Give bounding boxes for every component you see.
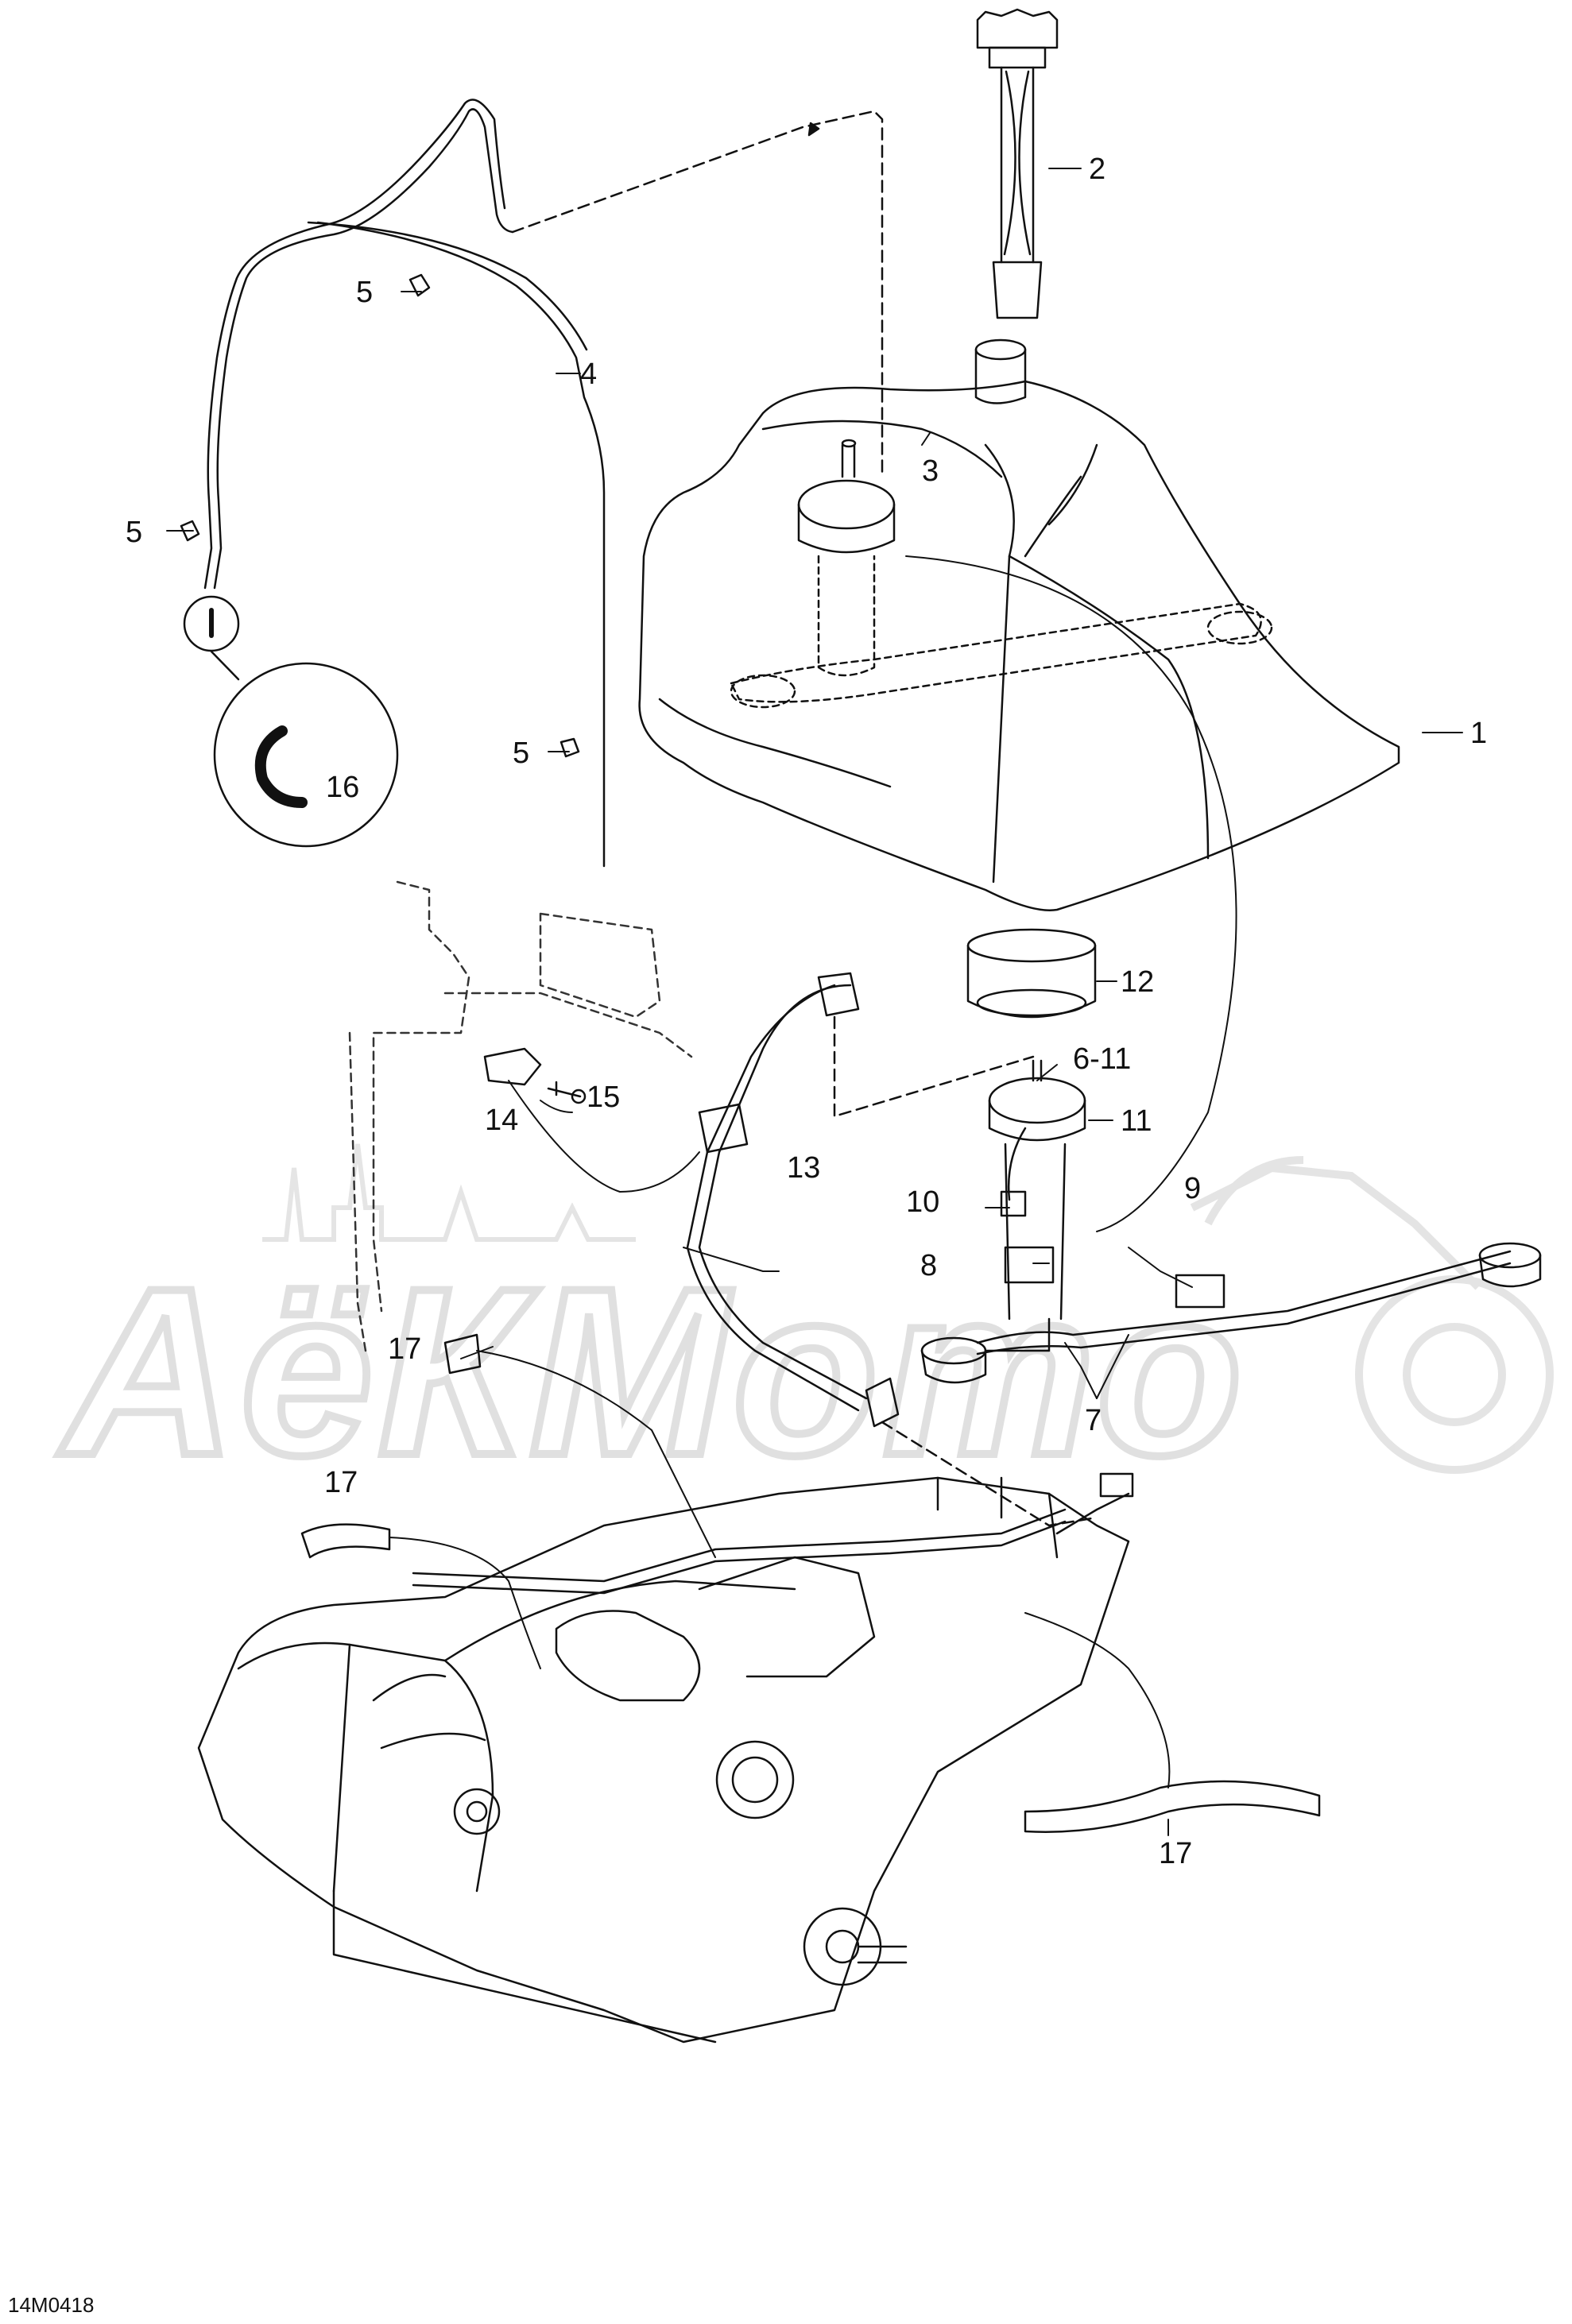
callout-5-mid: 5 <box>513 737 529 770</box>
callout-labels: 1 2 3 4 5 5 5 6-11 7 8 9 10 11 12 13 14 … <box>126 153 1487 1870</box>
fuel-pump-module <box>920 1059 1542 1384</box>
callout-6-11: 6-11 <box>1073 1042 1131 1076</box>
callout-7: 7 <box>1085 1404 1102 1437</box>
watermark: АёКМото <box>52 1143 1554 1509</box>
mounting-bracket <box>483 1047 587 1104</box>
callout-1: 1 <box>1470 717 1487 750</box>
callout-5-top: 5 <box>356 276 373 309</box>
callout-4: 4 <box>580 358 597 391</box>
callout-10: 10 <box>906 1185 939 1219</box>
callout-9: 9 <box>1184 1172 1201 1205</box>
callout-14: 14 <box>485 1104 518 1137</box>
hose-clamp <box>180 273 580 758</box>
callout-11: 11 <box>1121 1104 1152 1138</box>
retaining-ring <box>966 928 1097 1019</box>
callout-17-upper: 17 <box>388 1332 421 1366</box>
callout-15: 15 <box>587 1081 620 1114</box>
callout-2: 2 <box>1089 153 1105 186</box>
callout-16: 16 <box>326 771 359 804</box>
callout-17-left: 17 <box>324 1466 358 1499</box>
callout-5-left: 5 <box>126 516 142 549</box>
engine-assembly <box>197 1472 1134 2044</box>
fuel-tank <box>638 338 1400 911</box>
callout-3: 3 <box>922 454 939 488</box>
short-hose <box>300 1333 1321 1833</box>
callout-8: 8 <box>920 1249 937 1282</box>
callout-17-right: 17 <box>1159 1837 1192 1870</box>
frame-phantom <box>348 880 693 1352</box>
clamp-detail <box>183 595 399 848</box>
callout-13: 13 <box>787 1151 820 1185</box>
fuel-level-sender <box>976 8 1059 319</box>
watermark-skyline <box>262 1143 636 1242</box>
drawing-code: 14M0418 <box>8 2293 94 2317</box>
vent-hose <box>203 99 884 868</box>
callout-12: 12 <box>1121 965 1154 999</box>
leader-lines <box>166 168 1463 1836</box>
watermark-text: АёКМото <box>56 1238 1248 1505</box>
